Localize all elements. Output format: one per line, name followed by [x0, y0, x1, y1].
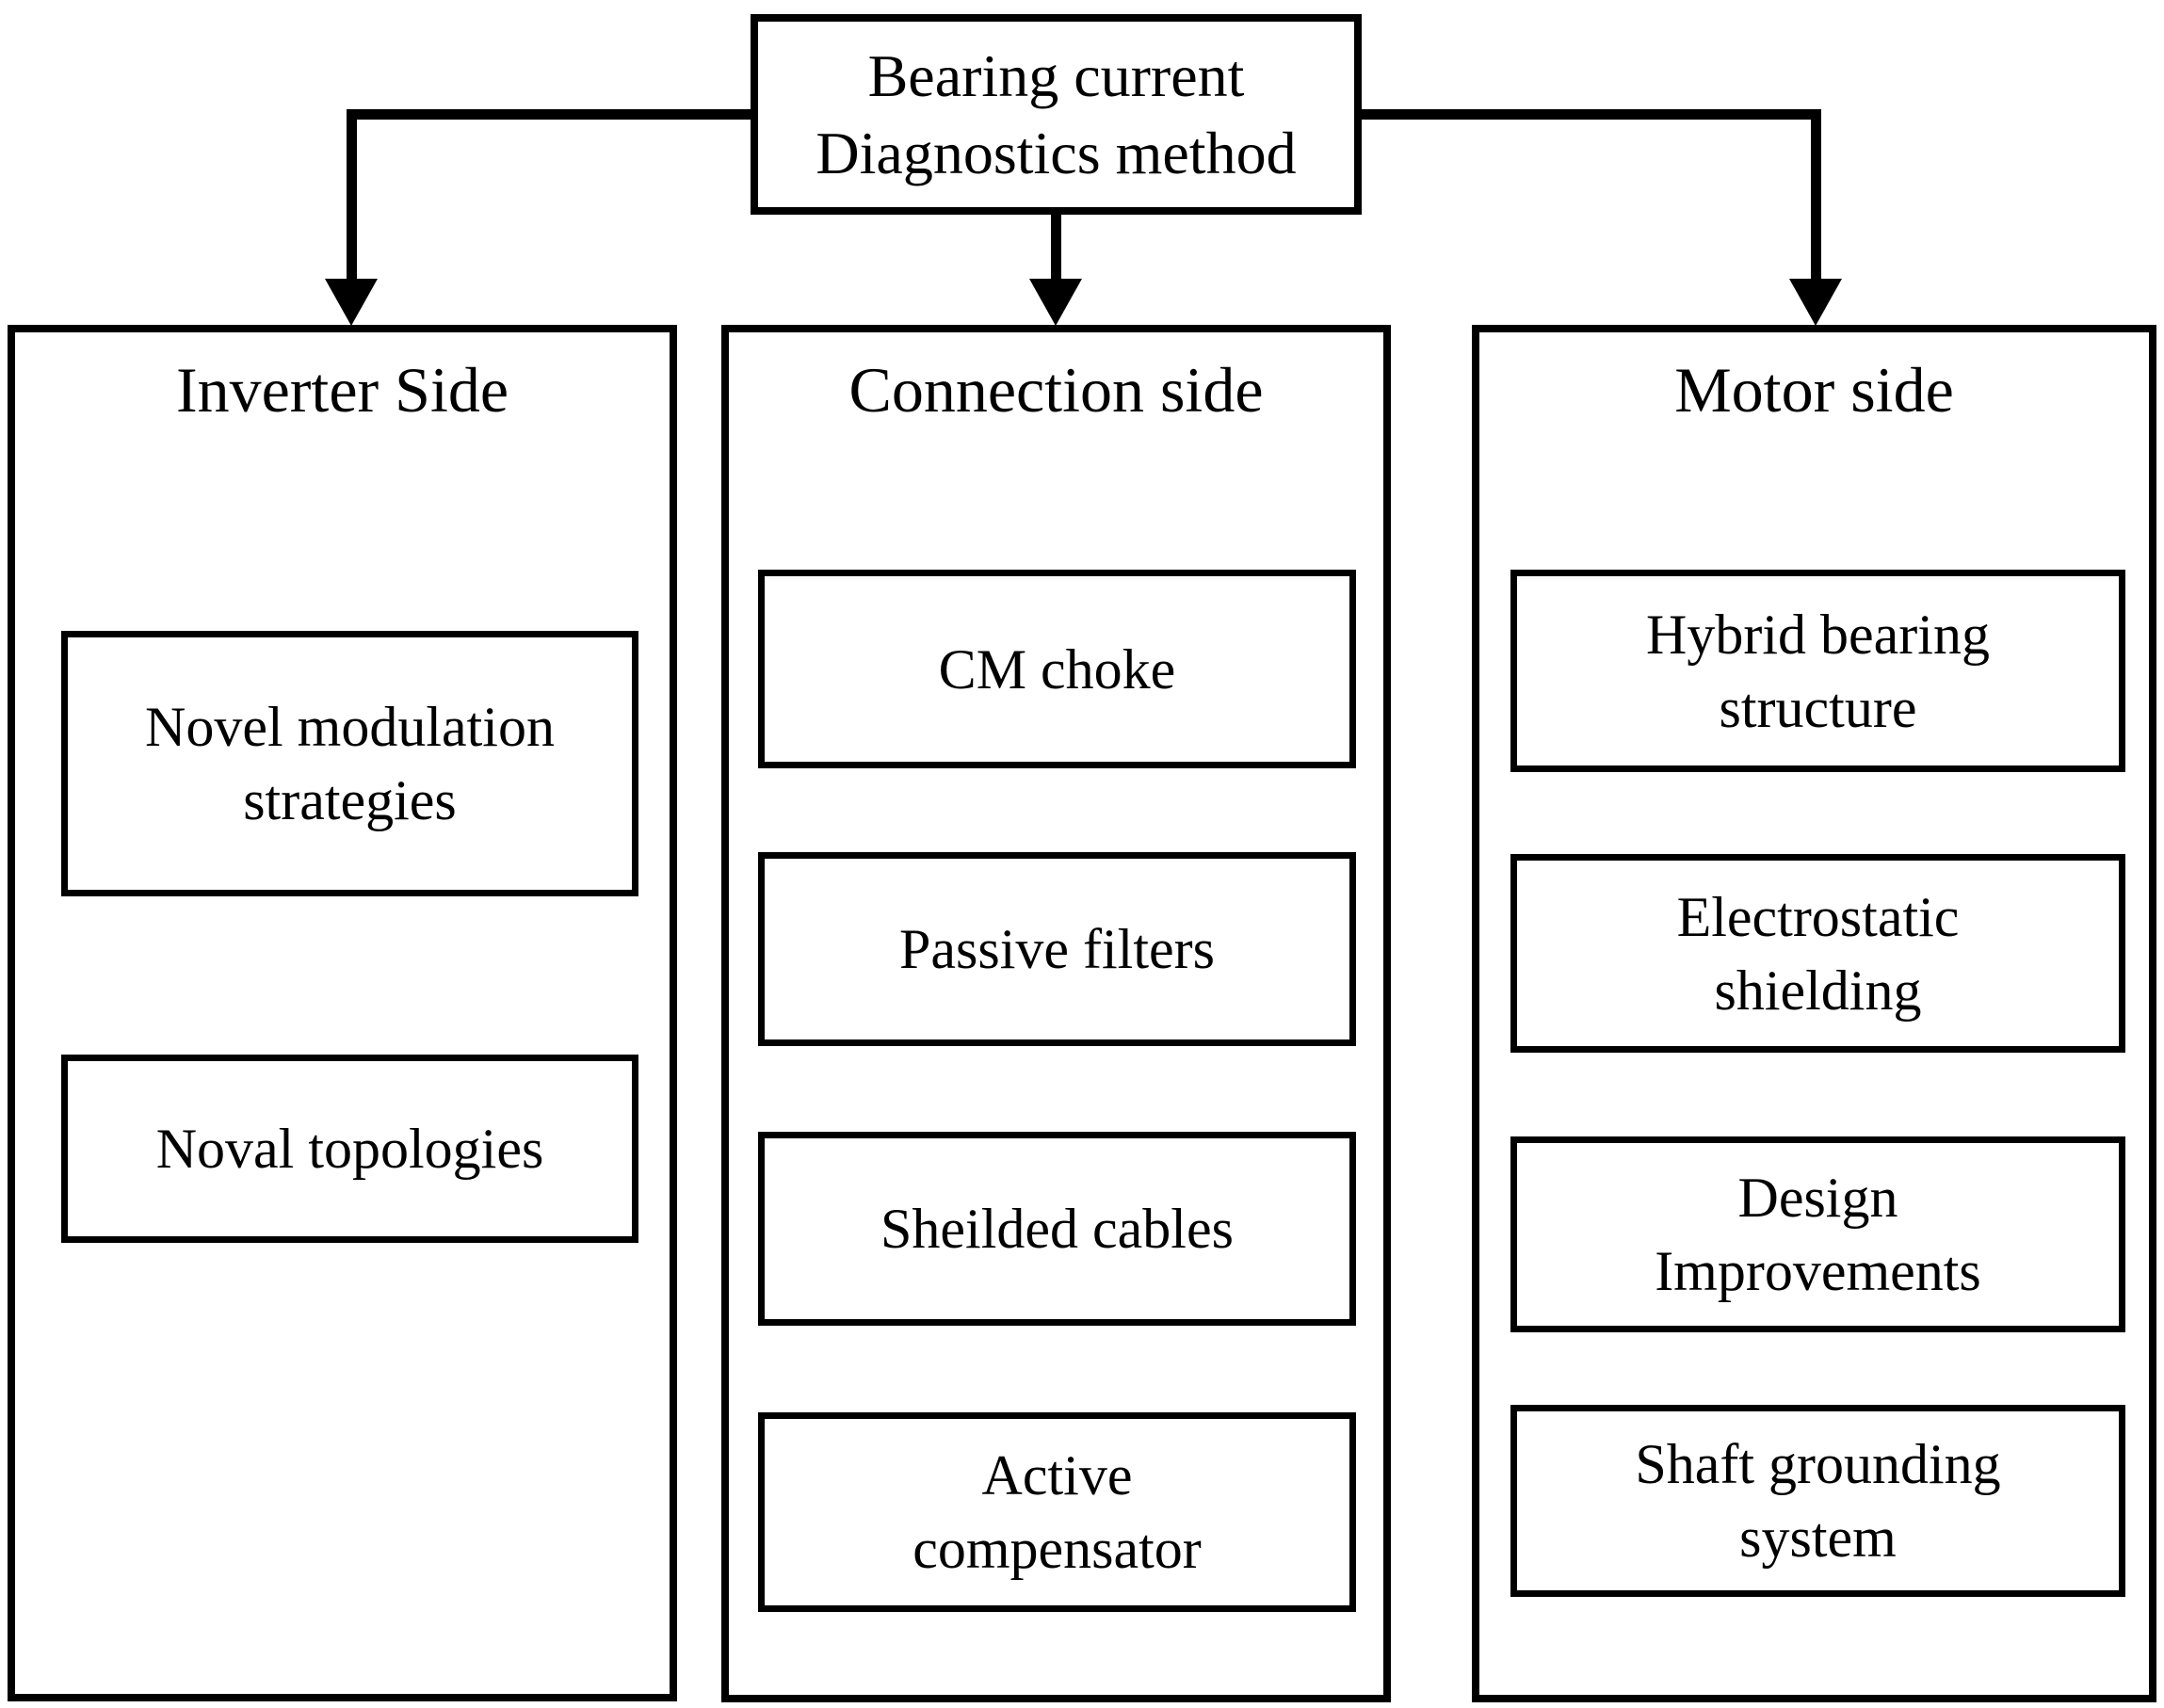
item-passive-filters: Passive filters	[758, 852, 1356, 1046]
item-electrostatic-shielding: Electrostatic shielding	[1510, 854, 2125, 1053]
item-label: Noval topologies	[155, 1118, 544, 1180]
root-node-label: Bearing current Diagnostics method	[816, 41, 1297, 186]
arrowhead-left-icon	[325, 279, 378, 326]
column-inverter-side-title: Inverter Side	[175, 354, 509, 426]
item-label: CM choke	[938, 637, 1176, 701]
column-inverter-side: Inverter Side	[8, 325, 677, 1701]
connector-line-right-vertical	[1811, 109, 1821, 282]
item-sheilded-cables: Sheilded cables	[758, 1132, 1356, 1326]
item-active-compensator: Active compensator	[758, 1412, 1356, 1612]
arrowhead-middle-icon	[1029, 279, 1082, 326]
connector-line-middle-vertical	[1051, 209, 1061, 282]
item-label: Design Improvements	[1655, 1167, 1981, 1302]
item-cm-choke: CM choke	[758, 570, 1356, 768]
item-design-improvements: Design Improvements	[1510, 1136, 2125, 1332]
column-connection-side-title: Connection side	[848, 354, 1264, 426]
item-novel-modulation-strategies: Novel modulation strategies	[61, 631, 638, 896]
connector-line-left-vertical	[347, 109, 357, 282]
connector-line-right-horizontal	[1357, 109, 1821, 120]
connector-line-left-horizontal	[347, 109, 753, 120]
arrowhead-right-icon	[1789, 279, 1842, 326]
item-hybrid-bearing-structure: Hybrid bearing structure	[1510, 570, 2125, 772]
item-label: Passive filters	[899, 918, 1215, 980]
item-noval-topologies: Noval topologies	[61, 1055, 638, 1243]
item-label: Hybrid bearing structure	[1646, 603, 1990, 739]
column-motor-side-title: Motor side	[1674, 354, 1954, 426]
item-label: Sheilded cables	[880, 1198, 1234, 1260]
root-node: Bearing current Diagnostics method	[751, 14, 1362, 215]
item-label: Active compensator	[912, 1444, 1202, 1580]
item-label: Electrostatic shielding	[1676, 885, 1960, 1022]
item-label: Novel modulation strategies	[145, 696, 555, 831]
item-shaft-grounding-system: Shaft grounding system	[1510, 1405, 2125, 1597]
item-label: Shaft grounding system	[1635, 1433, 2001, 1569]
